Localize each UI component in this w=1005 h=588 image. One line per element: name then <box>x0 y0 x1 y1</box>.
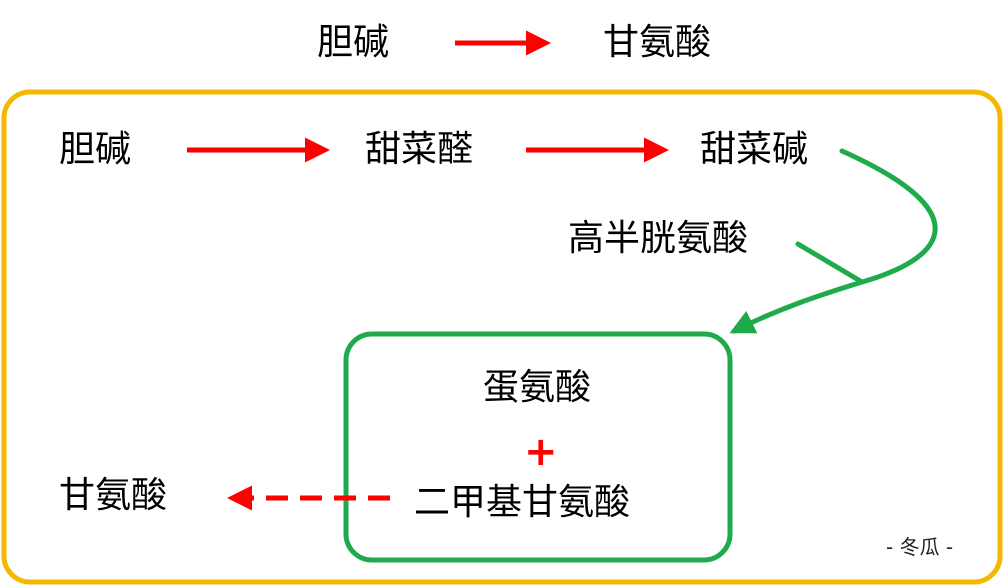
node-betaine-aldehyde: 甜菜醛 <box>365 129 474 170</box>
node-choline: 胆碱 <box>59 129 132 170</box>
plus-sign: + <box>524 429 558 475</box>
node-betaine: 甜菜碱 <box>700 129 809 170</box>
node-methionine: 蛋氨酸 <box>483 367 592 408</box>
node-homocysteine: 高半胱氨酸 <box>568 218 749 259</box>
summary-choline: 胆碱 <box>317 22 390 63</box>
author-signature: - 冬瓜 - <box>886 535 954 559</box>
arrow-betaine-to-products <box>729 148 938 334</box>
node-dimethylglycine: 二甲基甘氨酸 <box>414 482 631 523</box>
node-glycine: 甘氨酸 <box>59 475 168 516</box>
outer-pathway-box <box>1 89 1003 585</box>
homocysteine-input-line <box>795 241 865 285</box>
products-box <box>343 331 733 563</box>
summary-glycine: 甘氨酸 <box>603 22 712 63</box>
